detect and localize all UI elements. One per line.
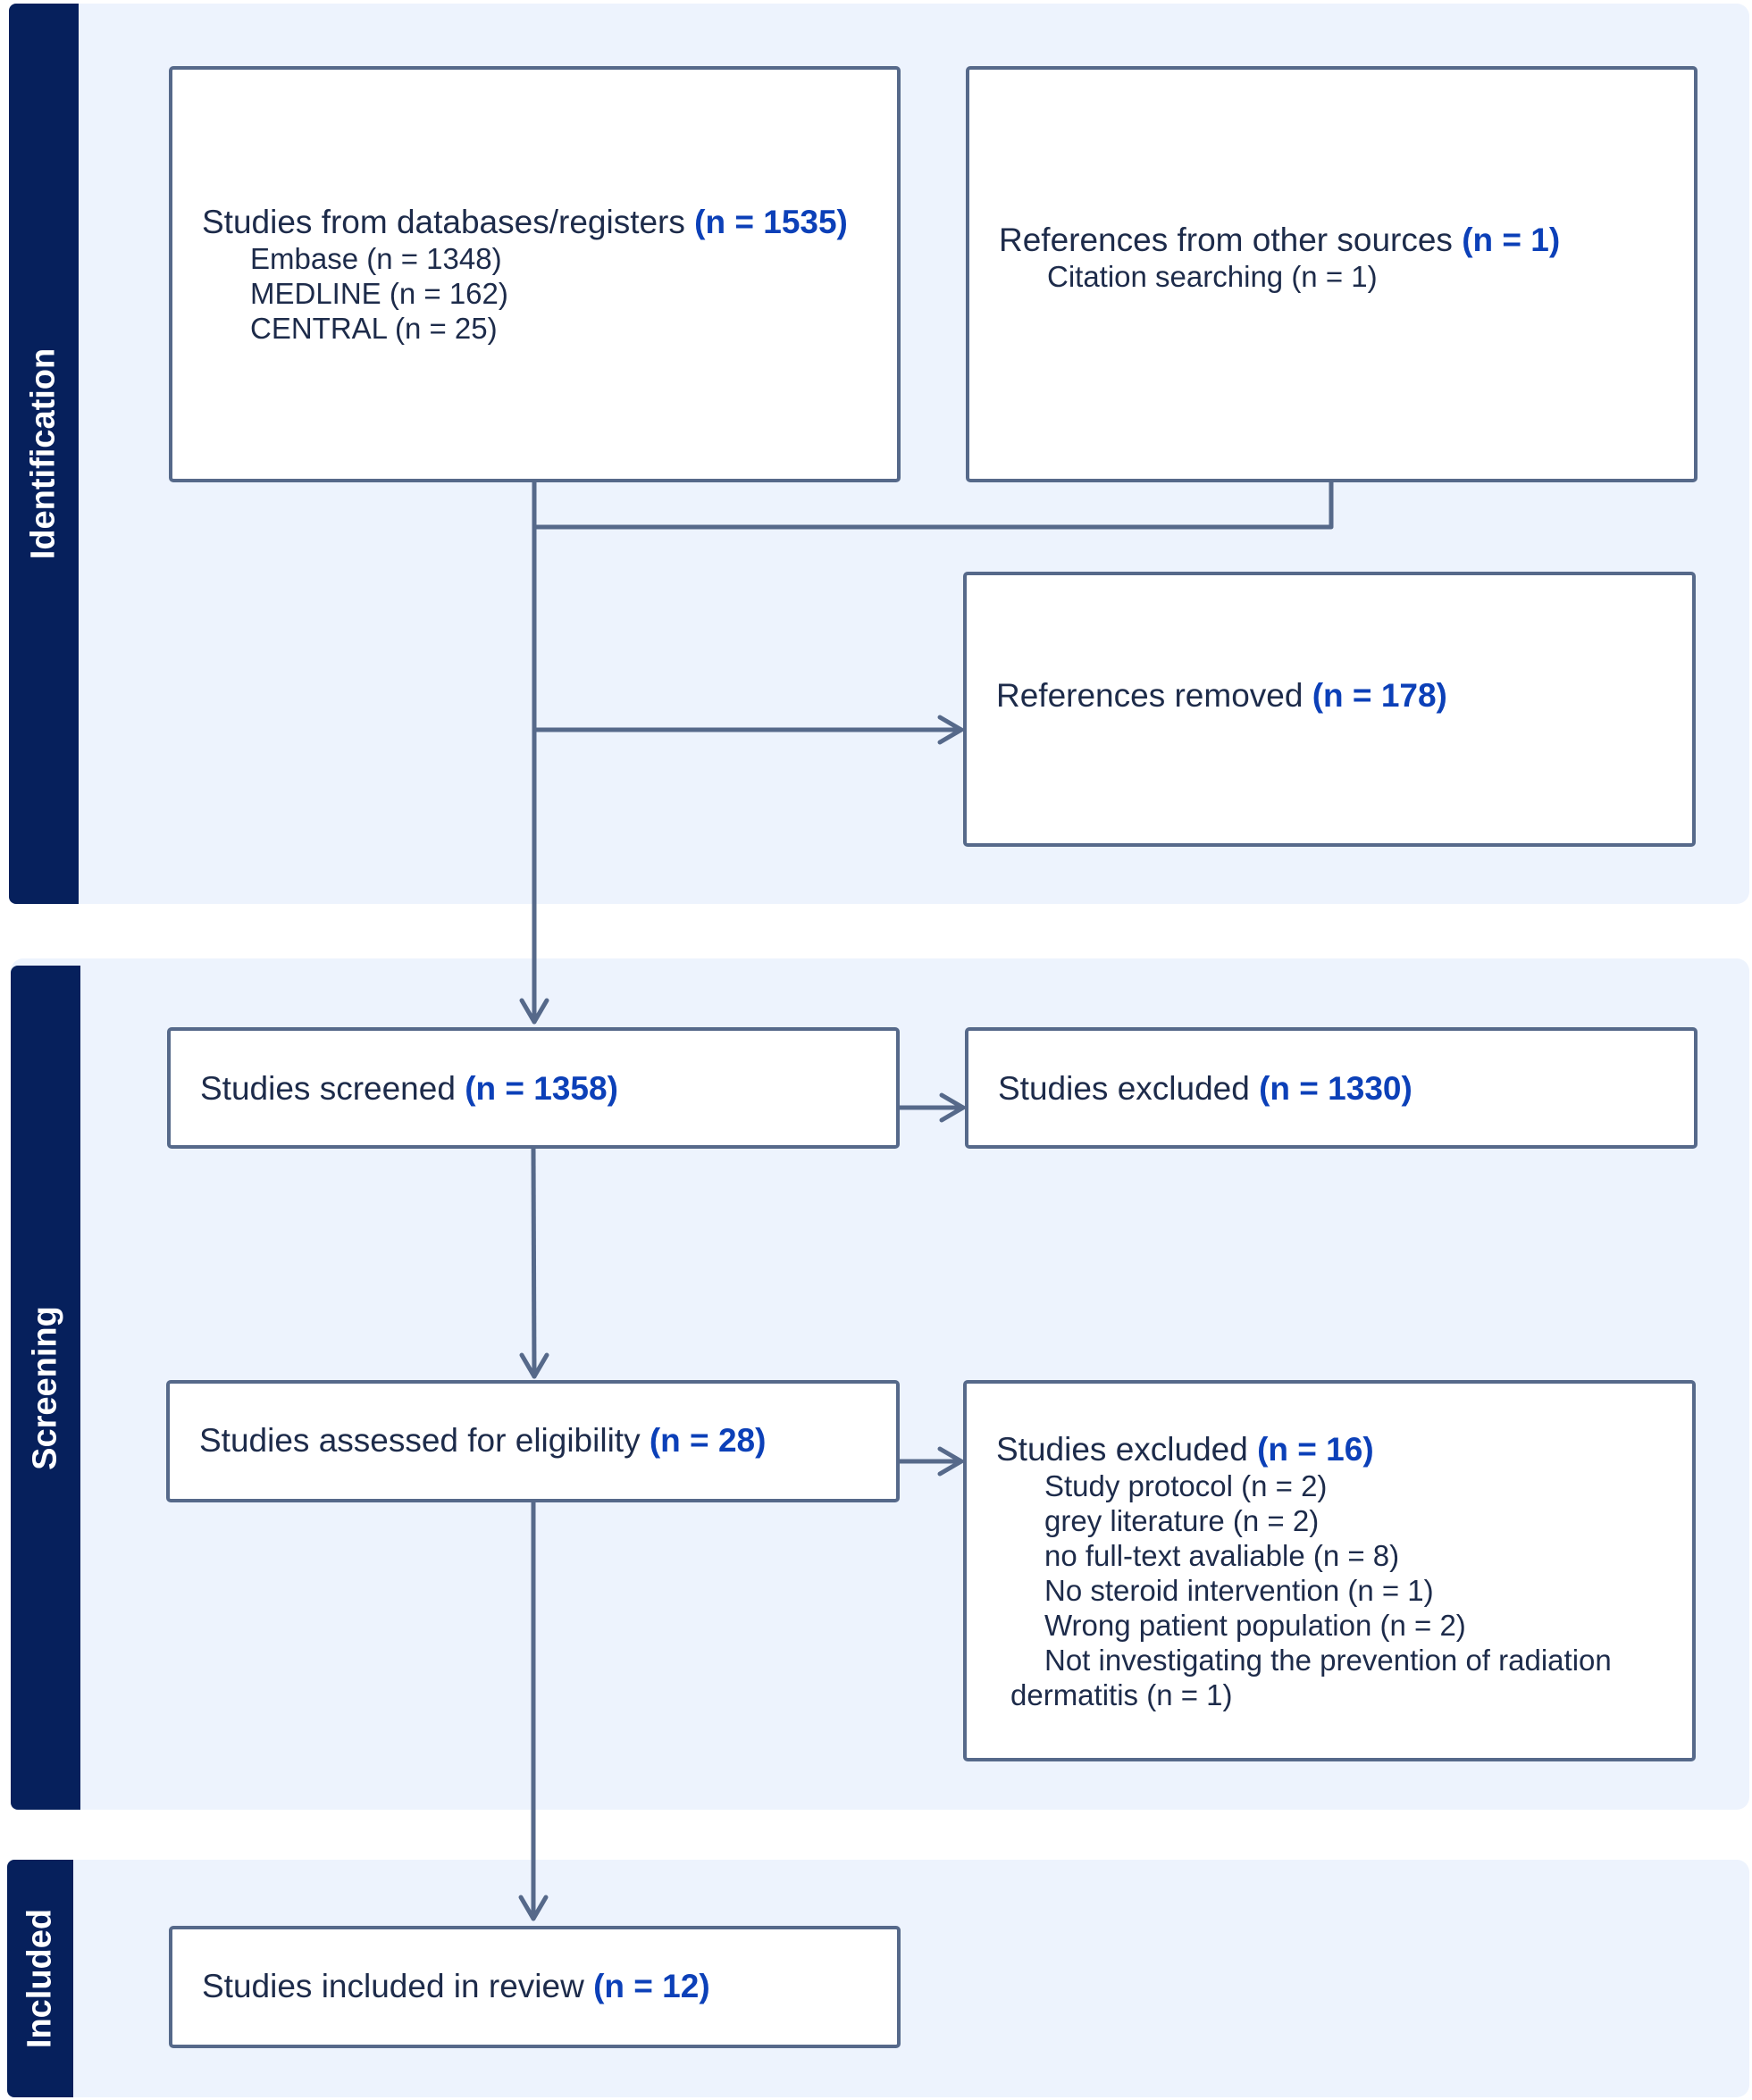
included-box-label: Studies included in review	[202, 1968, 584, 2004]
removed-box: References removed (n = 178)	[963, 572, 1696, 847]
excluded-eligibility-label: Studies excluded	[996, 1431, 1248, 1468]
exclusion-reason: No steroid intervention (n = 1)	[1044, 1574, 1434, 1607]
included-box: Studies included in review (n = 12)	[169, 1926, 901, 2048]
exclusion-reason: no full-text avaliable (n = 8)	[1044, 1539, 1400, 1572]
eligibility-count: (n = 28)	[649, 1422, 767, 1459]
included-label: Included	[21, 1908, 59, 2049]
screened-label: Studies screened	[200, 1070, 456, 1107]
eligibility-label: Studies assessed for eligibility	[199, 1422, 641, 1459]
screened-count: (n = 1358)	[465, 1070, 618, 1107]
exclusion-reason: Study protocol (n = 2)	[1044, 1469, 1328, 1502]
removed-label: References removed	[996, 677, 1304, 714]
screened-box: Studies screened (n = 1358)	[167, 1027, 900, 1149]
excluded-screening-count: (n = 1330)	[1259, 1070, 1412, 1107]
identification-label: Identification	[24, 347, 63, 560]
other-source-item: Citation searching (n = 1)	[1047, 260, 1378, 293]
databases-box: Studies from databases/registers (n = 15…	[169, 66, 901, 482]
removed-count: (n = 178)	[1312, 677, 1447, 714]
other-sources-box: References from other sources (n = 1) Ci…	[966, 66, 1698, 482]
exclusion-reason: Not investigating the prevention of radi…	[1044, 1644, 1612, 1677]
database-item: CENTRAL (n = 25)	[250, 312, 498, 345]
database-item: Embase (n = 1348)	[250, 242, 502, 275]
excluded-screening-label: Studies excluded	[998, 1070, 1250, 1107]
excluded-eligibility-box: Studies excluded (n = 16) Study protocol…	[963, 1380, 1696, 1761]
excluded-screening-box: Studies excluded (n = 1330)	[965, 1027, 1698, 1149]
screening-tab: Screening	[11, 966, 80, 1810]
exclusion-reason: grey literature (n = 2)	[1044, 1504, 1320, 1537]
databases-count: (n = 1535)	[694, 204, 848, 240]
other-sources-label: References from other sources	[999, 222, 1453, 258]
excluded-eligibility-count: (n = 16)	[1257, 1431, 1374, 1468]
exclusion-reason: Wrong patient population (n = 2)	[1044, 1609, 1466, 1642]
included-tab: Included	[7, 1860, 73, 2097]
identification-tab: Identification	[9, 4, 79, 904]
exclusion-reason-continuation: dermatitis (n = 1)	[1010, 1678, 1233, 1711]
databases-label: Studies from databases/registers	[202, 204, 685, 240]
included-count: (n = 12)	[593, 1968, 710, 2004]
database-item: MEDLINE (n = 162)	[250, 277, 508, 310]
eligibility-box: Studies assessed for eligibility (n = 28…	[166, 1380, 900, 1502]
screening-label: Screening	[26, 1305, 64, 1470]
other-sources-count: (n = 1)	[1462, 222, 1561, 258]
